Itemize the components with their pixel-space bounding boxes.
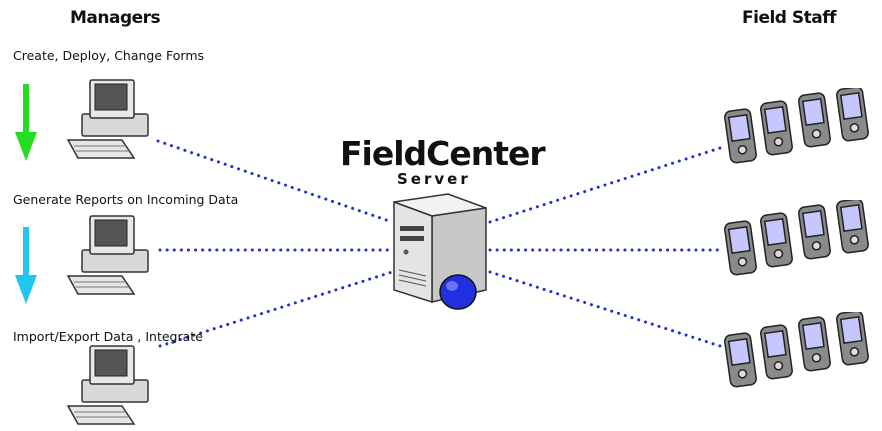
pda-device-icon — [724, 88, 869, 164]
server-tower-icon — [393, 193, 487, 310]
manager-caption-import-export: Import/Export Data , Integrate — [13, 329, 203, 344]
connector-manager-1 — [156, 139, 394, 224]
connector-staff-3 — [488, 270, 722, 348]
connector-manager-3 — [158, 270, 394, 348]
desktop-computer-icon — [66, 79, 149, 159]
manager-caption-generate-reports: Generate Reports on Incoming Data — [13, 192, 239, 207]
field-staff-heading: Field Staff — [742, 8, 837, 28]
desktop-computer-icon — [66, 345, 149, 425]
managers-heading: Managers — [70, 8, 161, 28]
pda-device-icon — [724, 312, 869, 388]
pda-device-icon — [724, 200, 869, 276]
green-down-arrow-icon — [15, 84, 37, 161]
server-title: FieldCenter — [340, 134, 546, 173]
cyan-down-arrow-icon — [15, 227, 37, 304]
connector-staff-1 — [488, 146, 722, 224]
desktop-computer-icon — [66, 215, 149, 295]
manager-caption-create-forms: Create, Deploy, Change Forms — [13, 48, 205, 63]
server-subtitle: Server — [397, 170, 471, 188]
